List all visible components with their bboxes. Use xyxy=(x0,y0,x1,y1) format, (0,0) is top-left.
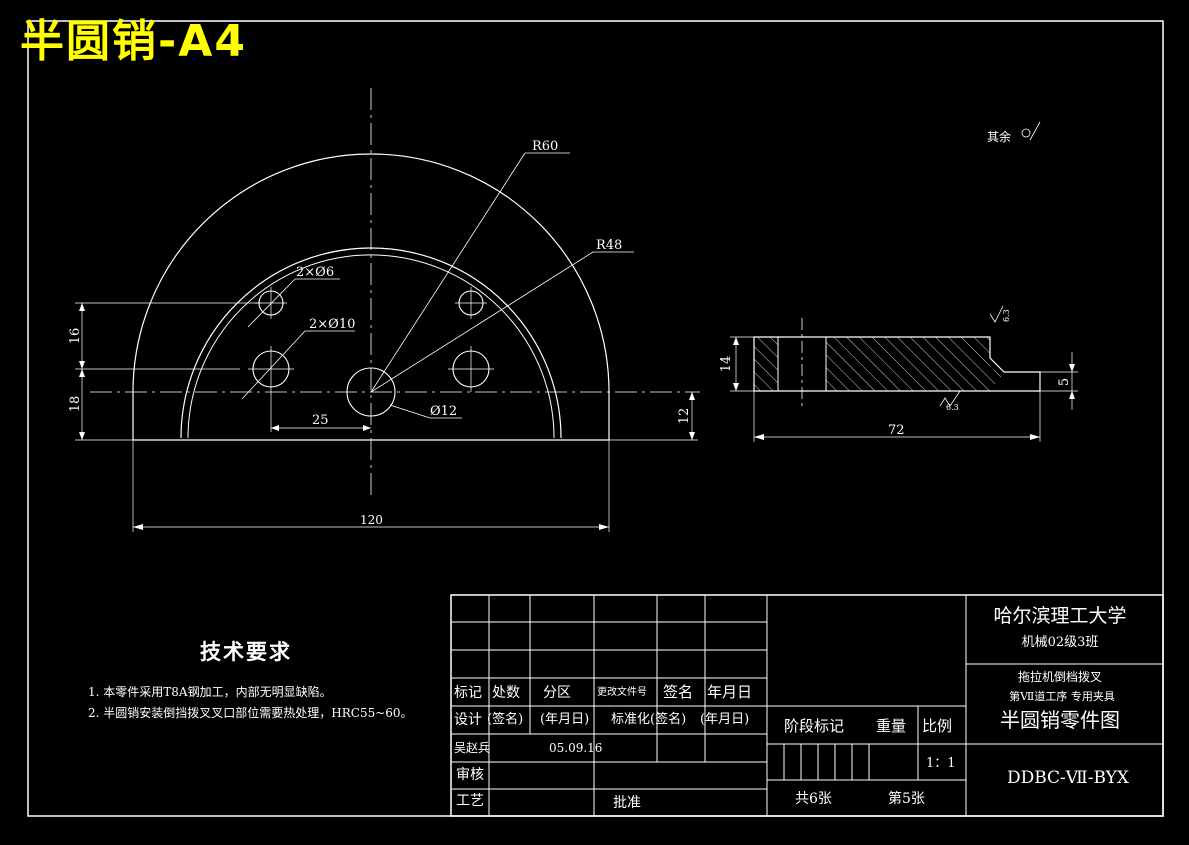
title-block xyxy=(450,594,1164,817)
col-date: 年月日 xyxy=(707,683,752,701)
surface-note: 其余 xyxy=(987,121,1041,144)
title-block-text: 标记 处数 分区 更改文件号 签名 年月日 设计 (签名) (年月日) 标准化 … xyxy=(454,605,1130,811)
tech-requirements-heading: 技术要求 xyxy=(200,639,292,664)
front-view-labels: R60 R48 2×Ø6 2×Ø10 Ø12 25 120 16 18 12 xyxy=(68,139,692,527)
drawing-name: 半圆销零件图 xyxy=(1000,708,1120,732)
part-desc-1: 拖拉机倒档拨叉 xyxy=(1018,669,1102,684)
dim-12: 12 xyxy=(677,408,692,425)
dim-large-holes: 2×Ø10 xyxy=(309,317,355,332)
designer-date: 05.09.16 xyxy=(549,741,602,755)
designer-name: 吴赵兵 xyxy=(454,741,490,755)
roughness-a: 6.3 xyxy=(1002,309,1011,322)
page-title: 半圆销-A4 xyxy=(20,16,247,67)
dim-18: 18 xyxy=(68,396,83,413)
dim-72: 72 xyxy=(888,423,905,438)
design-label: 设计 xyxy=(454,712,482,728)
drawing-code: DDBC-Ⅶ-BYX xyxy=(1007,768,1130,788)
surface-note-text: 其余 xyxy=(987,129,1011,144)
review-label: 审核 xyxy=(456,767,484,783)
design-date-label: (年月日) xyxy=(540,712,589,727)
university-name: 哈尔滨理工大学 xyxy=(993,605,1126,627)
dim-5: 5 xyxy=(1057,378,1072,386)
dim-small-holes: 2×Ø6 xyxy=(296,265,334,280)
roughness-b: 6.3 xyxy=(946,403,959,412)
stage-mark-label: 阶段标记 xyxy=(784,717,844,735)
dim-120: 120 xyxy=(360,513,383,527)
dim-bore: Ø12 xyxy=(430,404,457,419)
sheets-total: 共6张 xyxy=(795,791,832,807)
front-view-arrows xyxy=(79,303,695,530)
col-mark: 标记 xyxy=(454,685,482,701)
class-name: 机械02级3班 xyxy=(1022,635,1099,650)
col-sign: 签名 xyxy=(663,683,693,701)
section-view xyxy=(730,305,1078,442)
section-view-labels: 14 72 5 6.3 6.3 xyxy=(719,309,1072,438)
dim-r48: R48 xyxy=(596,238,622,253)
part-desc-2: 第Ⅶ道工序 专用夹具 xyxy=(1009,689,1115,703)
process-label: 工艺 xyxy=(456,793,484,809)
tech-requirement-item: 2. 半圆销安装倒挡拨叉叉口部位需要热处理，HRC55~60。 xyxy=(88,706,413,720)
tech-requirement-item: 1. 本零件采用T8A钢加工，内部无明显缺陷。 xyxy=(88,685,332,699)
dim-14: 14 xyxy=(719,356,734,373)
scale-value: 1：1 xyxy=(926,756,956,771)
standardize-sign: (签名) xyxy=(650,711,686,727)
col-zone: 分区 xyxy=(543,685,571,701)
col-change-doc: 更改文件号 xyxy=(597,685,647,698)
standardize-date: (年月日) xyxy=(700,712,749,727)
dim-25: 25 xyxy=(312,413,329,428)
section-view-arrows xyxy=(733,337,1075,440)
approve-label: 批准 xyxy=(613,795,641,811)
weight-label: 重量 xyxy=(876,717,906,735)
col-count: 处数 xyxy=(492,685,520,701)
standardize-label: 标准化 xyxy=(611,712,650,727)
design-sign: (签名) xyxy=(487,711,523,727)
sheet-number: 第5张 xyxy=(888,790,925,807)
dim-r60: R60 xyxy=(532,139,558,154)
scale-label: 比例 xyxy=(922,717,952,735)
dim-16: 16 xyxy=(68,328,83,345)
front-view xyxy=(75,88,700,532)
